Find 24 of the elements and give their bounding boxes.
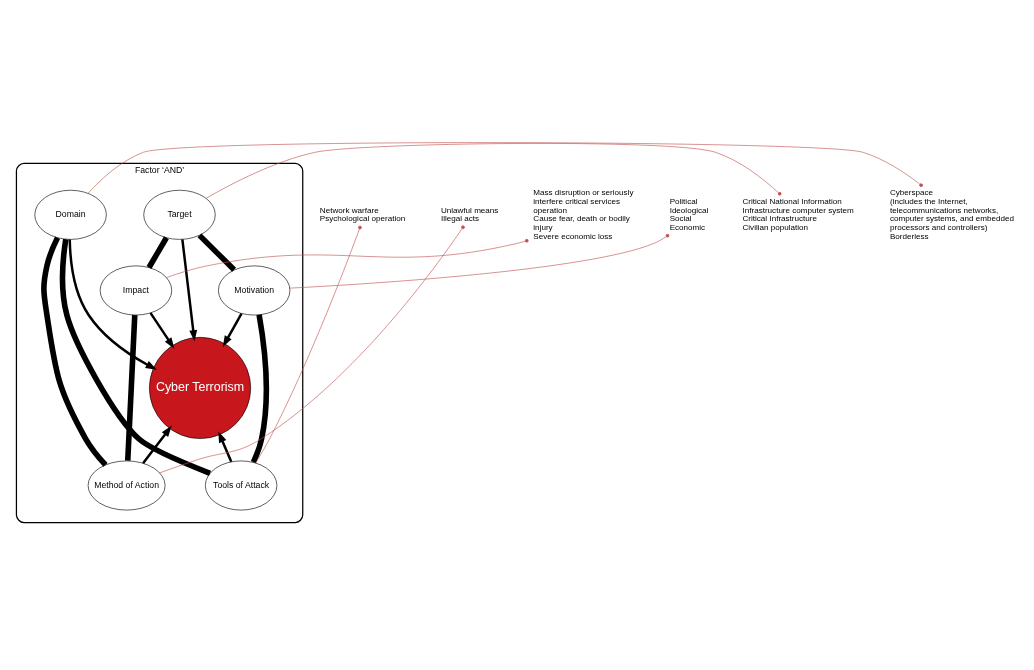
connector	[289, 233, 670, 289]
connector	[205, 143, 782, 199]
connector	[197, 233, 237, 272]
node-ellipse: Domain	[34, 189, 107, 240]
node-ellipse: Motivation	[218, 265, 291, 316]
arrow	[181, 239, 198, 342]
arrow	[149, 312, 175, 349]
arrow	[68, 239, 157, 370]
connector	[166, 238, 529, 278]
arrow	[222, 313, 243, 347]
connector	[146, 236, 169, 269]
connector	[87, 142, 923, 194]
connector	[159, 225, 465, 474]
node-ellipse: Target	[143, 189, 216, 240]
connector	[250, 314, 269, 464]
arrow	[142, 425, 172, 465]
connector	[41, 236, 108, 467]
connector	[255, 225, 362, 464]
connector	[124, 314, 138, 461]
node-ellipse: Tools of Attack	[205, 460, 278, 511]
arrow	[218, 431, 233, 463]
connector	[59, 238, 212, 476]
node-ellipse: Method of Action	[87, 460, 166, 511]
node-ellipse: Impact	[99, 265, 173, 316]
